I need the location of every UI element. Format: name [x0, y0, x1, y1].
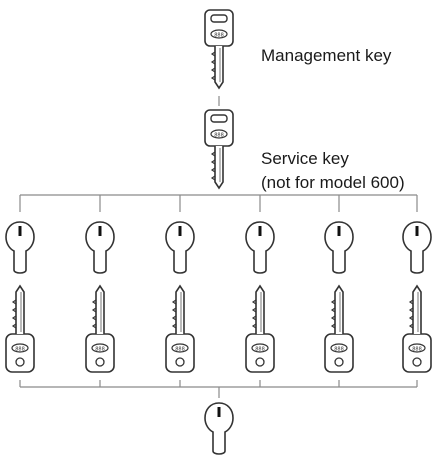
connector-lines — [19, 96, 418, 398]
cylinder-row — [4, 220, 433, 275]
cylinder-icon — [164, 220, 196, 275]
cylinder-icon — [323, 220, 355, 275]
cylinder-icon — [4, 220, 36, 275]
cylinder-icon — [84, 220, 116, 275]
user-key-icon — [5, 285, 35, 373]
cylinder-icon — [401, 220, 433, 275]
cylinder-icon — [244, 220, 276, 275]
service-key-icon — [204, 109, 234, 189]
management-key-label: Management key — [261, 46, 392, 65]
management-key-icon — [204, 9, 234, 89]
service-key-label-line2: (not for model 600) — [261, 173, 405, 192]
user-key-icon — [85, 285, 115, 373]
service-key-label-line1: Service key — [261, 149, 349, 168]
master-cylinder-icon — [203, 401, 235, 456]
user-key-icon — [402, 285, 432, 373]
user-key-row — [5, 285, 432, 373]
user-key-icon — [165, 285, 195, 373]
user-key-icon — [245, 285, 275, 373]
user-key-icon — [324, 285, 354, 373]
